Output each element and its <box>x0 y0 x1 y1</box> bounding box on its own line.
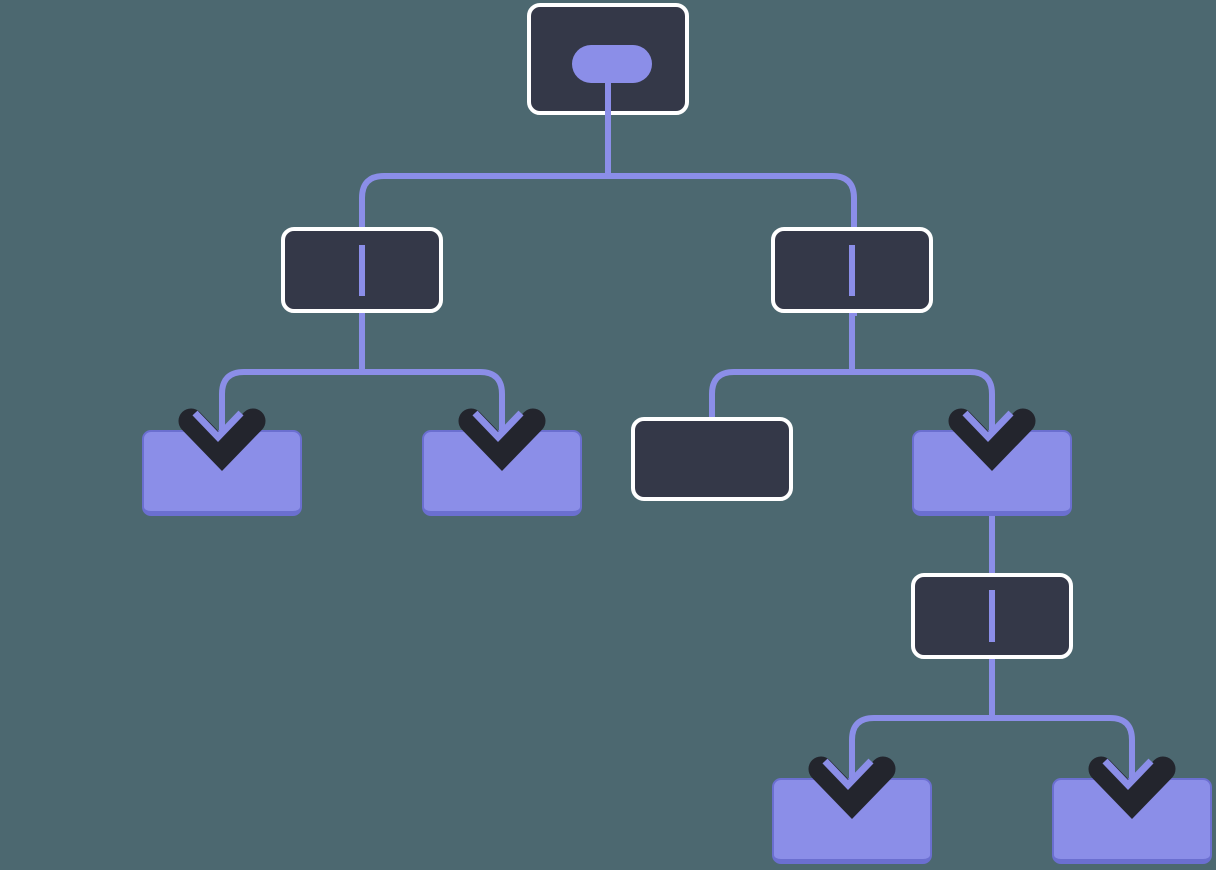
node-level2-right[interactable] <box>771 227 933 313</box>
node-leaf-right-2[interactable] <box>912 430 1072 516</box>
node-leaf-left-1[interactable] <box>142 430 302 516</box>
root-pill-shape <box>572 45 652 83</box>
node-root[interactable] <box>527 3 689 115</box>
node-leaf-left-2[interactable] <box>422 430 582 516</box>
node-leaf-bottom-2[interactable] <box>1052 778 1212 864</box>
node-level4-right[interactable] <box>911 573 1073 659</box>
node-level2-left[interactable] <box>281 227 443 313</box>
node-leaf-bottom-1[interactable] <box>772 778 932 864</box>
node-leaf-right-1[interactable] <box>631 417 793 501</box>
